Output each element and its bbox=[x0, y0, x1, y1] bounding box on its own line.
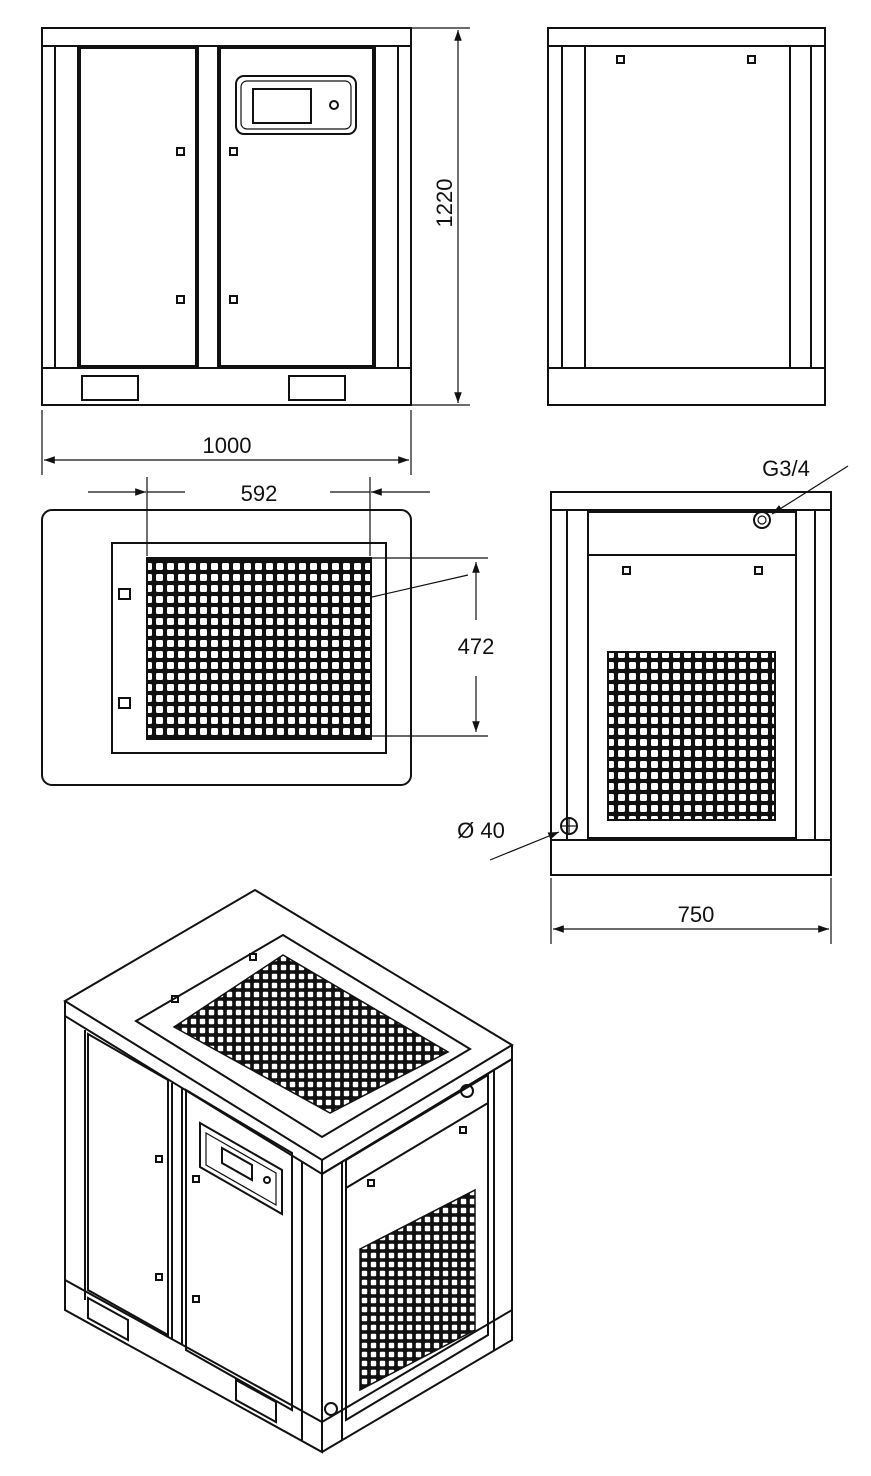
drain-callout: Ø 40 bbox=[457, 818, 560, 861]
dimension-width: 1000 bbox=[41, 410, 412, 475]
outlet-callout: G3/4 bbox=[762, 456, 849, 515]
isometric-view bbox=[63, 888, 514, 1454]
outlet-label: G3/4 bbox=[762, 456, 810, 481]
dimension-depth: 750 bbox=[550, 878, 832, 944]
width-label: 1000 bbox=[203, 433, 252, 458]
dimension-grille-height: 472 bbox=[372, 557, 495, 737]
iso-side-grille bbox=[359, 1188, 476, 1392]
iso-top-grille bbox=[172, 954, 450, 1114]
dimension-height: 1220 bbox=[411, 27, 470, 406]
grille-width-label: 592 bbox=[241, 481, 278, 506]
height-label: 1220 bbox=[432, 179, 457, 228]
top-view bbox=[41, 509, 469, 786]
side-view bbox=[547, 27, 826, 406]
grille-height-label: 472 bbox=[458, 634, 495, 659]
dimension-grille-width: 592 bbox=[88, 477, 430, 556]
depth-label: 750 bbox=[678, 902, 715, 927]
back-grille bbox=[607, 651, 776, 821]
drain-label: Ø 40 bbox=[457, 818, 505, 843]
back-view bbox=[550, 491, 832, 876]
front-view bbox=[41, 27, 412, 406]
top-grille bbox=[146, 557, 372, 740]
